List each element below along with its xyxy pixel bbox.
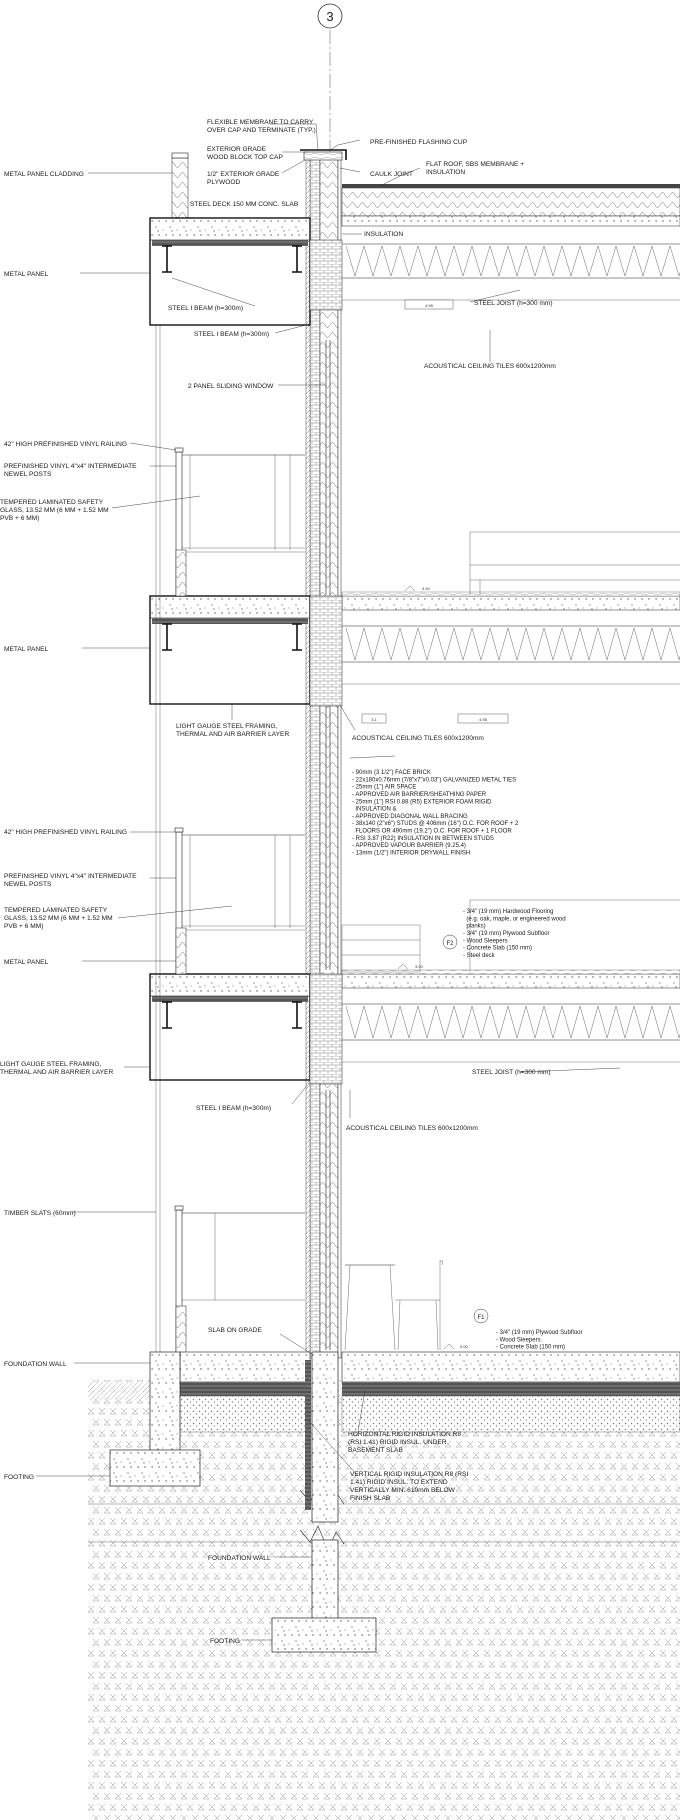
f2-tag: F2: [446, 941, 454, 947]
steel-joist-trusses: [345, 245, 680, 1039]
label-sliding-window: 2 PANEL SLIDING WINDOW: [188, 383, 274, 390]
exterior-wall: [305, 157, 342, 1359]
f2-tag-circle: [442, 934, 458, 950]
level-marker-3: 0.00: [460, 1344, 469, 1349]
label-lgs-framing-1: LIGHT GAUGE STEEL FRAMING,THERMAL AND AI…: [176, 723, 289, 738]
label-wall-spec: - 90mm (3 1/2") FACE BRICK- 22x180x0.76m…: [352, 770, 519, 857]
label-flat-roof: FLAT ROOF, SBS MEMBRANE +INSULATION: [426, 161, 524, 176]
label-metal-panel-2: METAL PANEL: [4, 646, 49, 653]
dimension-tags: 4.98 3.1 4.98 3.40 3.20 0.00: [361, 299, 509, 1350]
level-marker-2: 3.20: [415, 964, 424, 969]
label-slab-on-grade: SLAB ON GRADE: [208, 1327, 262, 1334]
label-flashing-cup: PRE-FINISHED FLASHING CUP: [370, 139, 468, 146]
label-foundation-wall-1: FOUNDATION WALL: [4, 1361, 67, 1368]
label-f2-spec: - 3/4" (19 mm) Hardwood Flooring (e.g. o…: [463, 909, 566, 959]
second-floor-structure: [149, 591, 680, 707]
interior-furniture: [341, 531, 680, 1351]
roof-assembly: [341, 184, 680, 301]
top-floor-structure: [149, 217, 343, 326]
foundation-wall-center: [271, 1351, 377, 1653]
label-footing-1: FOOTING: [4, 1474, 34, 1481]
f1-tag: F1: [477, 1315, 485, 1321]
first-floor-structure: [149, 969, 680, 1085]
leader-lines: [36, 123, 621, 1641]
label-metal-panel-3: METAL PANEL: [4, 959, 49, 966]
label-steel-joist-1: STEEL JOIST (h=300 mm): [474, 300, 553, 307]
label-f1-spec: - 3/4" (19 mm) Plywood Subfloor- Wood Sl…: [496, 1330, 583, 1351]
label-steel-i-beam-2: STEEL I BEAM (h=300m): [194, 331, 269, 338]
balcony-railing-upper: [174, 447, 305, 597]
grid-marker-label: 3: [326, 9, 333, 24]
truss-web: [345, 627, 680, 661]
label-steel-joist-2: STEEL JOIST (h=300 mm): [472, 1069, 551, 1076]
f1-tag-circle: [473, 1308, 489, 1324]
ground-floor-timber-slats: [174, 1205, 305, 1359]
tag-a: 4.98: [425, 303, 434, 308]
level-marker-1: 3.40: [422, 586, 431, 591]
label-steel-i-beam-3: STEEL I BEAM (h=300m): [196, 1105, 271, 1112]
label-metal-panel-1: METAL PANEL: [4, 271, 49, 278]
label-steel-deck: STEEL DECK 150 MM CONC. SLAB: [190, 201, 299, 208]
label-foundation-wall-2: FOUNDATION WALL: [208, 1555, 271, 1562]
tag-c: 4.98: [479, 717, 488, 722]
label-caulk-joint: CAULK JOINT: [370, 171, 413, 178]
label-acoustical-2: ACOUSTICAL CEILING TILES 600x1200mm: [352, 735, 484, 742]
label-railing-1: 42" HIGH PREFINISHED VINYL RAILING: [4, 441, 127, 448]
balcony-railing-lower: [174, 827, 305, 975]
label-acoustical-3: ACOUSTICAL CEILING TILES 600x1200mm: [346, 1125, 478, 1132]
tag-b: 3.1: [371, 717, 377, 722]
label-horiz-insul: HORIZONTAL RIGID INSULATION R8(RSI 1.41)…: [348, 1431, 461, 1454]
label-timber-slats: TIMBER SLATS (60mm): [4, 1210, 76, 1217]
grid-bubble: [317, 3, 343, 29]
label-steel-i-beam-1: STEEL I BEAM (h=300m): [168, 305, 243, 312]
label-lgs-framing-2: LIGHT GAUGE STEEL FRAMING,THERMAL AND AI…: [0, 1061, 113, 1076]
label-metal-panel-cladding: METAL PANEL CLADDING: [4, 171, 84, 178]
window-glazing: [325, 340, 331, 1350]
truss-web: [345, 245, 680, 277]
foundation-wall-left: [109, 1351, 201, 1487]
label-footing-2: FOOTING: [210, 1638, 240, 1645]
label-railing-2: 42" HIGH PREFINISHED VINYL RAILING: [4, 829, 127, 836]
slab-on-grade: [179, 1351, 680, 1433]
label-insulation: INSULATION: [364, 231, 403, 238]
label-acoustical-1: ACOUSTICAL CEILING TILES 600x1200mm: [424, 363, 556, 370]
truss-web: [345, 1005, 680, 1039]
